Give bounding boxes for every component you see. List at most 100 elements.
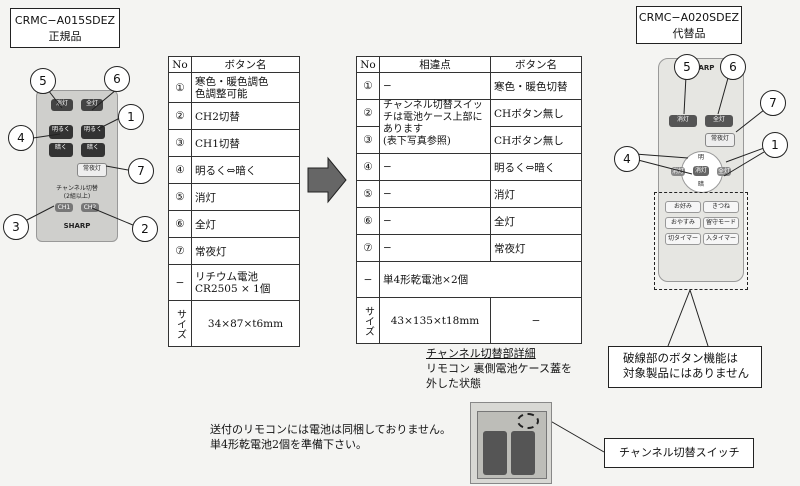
right-row-no: ① <box>356 72 380 100</box>
left-row-button: 消灯 <box>191 183 300 211</box>
battery-note: 送付のリモコンには電池は同梱しておりません。 単4形乾電池2個を準備下さい。 <box>210 423 452 451</box>
left-remote-off-button: 消灯 <box>51 99 73 111</box>
right-row-button: − <box>490 297 582 344</box>
callout-4-left: 4 <box>8 125 34 151</box>
callout-1-right: 1 <box>762 132 788 158</box>
left-header-button: ボタン名 <box>191 56 300 73</box>
right-remote-btn-b: きつね <box>703 201 739 213</box>
right-row-button: CHボタン無し <box>490 126 582 154</box>
right-row-button: 明るく⇔暗く <box>490 153 582 181</box>
right-row-button: CHボタン無し <box>490 99 582 127</box>
battery-cell <box>511 431 535 475</box>
left-header-no: No <box>168 56 192 73</box>
left-row-no: ⑦ <box>168 237 192 265</box>
left-row-button: 明るく⇔暗く <box>191 156 300 184</box>
left-remote-full-button: 全灯 <box>81 99 103 111</box>
channel-switch <box>517 413 539 429</box>
left-model-label: CRMC−A015SDEZ 正規品 <box>10 8 120 48</box>
right-remote-btn-f: 入タイマー <box>703 233 739 245</box>
right-remote-off-button: 消灯 <box>669 115 697 127</box>
right-remote-off-left: 消灯 <box>671 167 685 176</box>
left-row-no: ① <box>168 72 192 103</box>
right-row-button: 消灯 <box>490 180 582 208</box>
right-remote-btn-d: 留守モード <box>703 217 739 229</box>
callout-5-left: 5 <box>30 68 56 94</box>
left-row-button: 常夜灯 <box>191 237 300 265</box>
right-row-diff: チャンネル切替スイッチは電池ケース上部にあります (表下写真参照) <box>379 99 491 154</box>
right-row-diff: 43×135×t18mm <box>379 297 491 344</box>
right-row-diff: 単4形乾電池×2個 <box>379 261 582 298</box>
right-model-label: CRMC−A020SDEZ 代替品 <box>636 6 742 44</box>
left-row-button: 寒色・暖色調色 色調整可能 <box>191 72 300 103</box>
callout-5-right: 5 <box>674 54 700 80</box>
right-remote-full-button: 全灯 <box>705 115 733 127</box>
callout-7-right: 7 <box>760 90 786 116</box>
callout-7-left: 7 <box>128 158 154 184</box>
right-row-no: − <box>356 261 380 298</box>
right-row-diff: − <box>379 207 491 235</box>
left-remote-night-button: 常夜灯 <box>77 163 107 177</box>
callout-1-left: 1 <box>118 104 144 130</box>
callout-6-left: 6 <box>104 66 130 92</box>
left-row-no: ④ <box>168 156 192 184</box>
right-remote-bright: 明 <box>697 154 704 161</box>
left-remote-bright-left: 明るく <box>49 125 73 139</box>
right-remote: SHARP 消灯 全灯 常夜灯 明 暗 消灯 消灯 全灯 お好み きつね おやす… <box>658 58 744 282</box>
right-header-button: ボタン名 <box>490 56 582 73</box>
right-row-no: サイズ <box>356 297 380 344</box>
right-remote-btn-e: 切タイマー <box>665 233 701 245</box>
left-model-code: CRMC−A015SDEZ <box>14 14 116 27</box>
channel-switch-label: チャンネル切替スイッチ <box>604 438 754 468</box>
channel-switch-text: チャンネル切替スイッチ <box>619 446 740 459</box>
right-row-no: ④ <box>356 153 380 181</box>
left-remote-channel-text: チャンネル切替 <box>56 185 98 192</box>
left-remote-channel-sub: (2組以上) <box>63 193 91 200</box>
left-remote-ch1-button: CH1 <box>55 203 73 212</box>
left-row-button: 34×87×t6mm <box>191 300 300 347</box>
right-row-no: ③ <box>356 126 380 154</box>
left-row-no: ⑤ <box>168 183 192 211</box>
right-header-no: No <box>356 56 380 73</box>
left-row-button: CH2切替 <box>191 102 300 130</box>
left-remote: 消灯 全灯 明るく 明るく 暗く 暗く 常夜灯 チャンネル切替 (2組以上) C… <box>36 90 118 242</box>
left-row-button: CH1切替 <box>191 129 300 157</box>
right-remote-full-right: 全灯 <box>717 167 731 176</box>
left-remote-dark-left: 暗く <box>49 143 73 157</box>
dashed-note-box: 破線部のボタン機能は 対象製品にはありません <box>608 346 762 388</box>
callout-6-right: 6 <box>720 54 746 80</box>
callout-4-right: 4 <box>614 146 640 172</box>
right-row-no: ⑤ <box>356 180 380 208</box>
detail-caption: チャンネル切替部詳細 リモコン 裏側電池ケース蓋を 外した状態 <box>426 346 596 391</box>
dashed-note-text: 破線部のボタン機能は 対象製品にはありません <box>623 351 750 380</box>
right-row-button: 常夜灯 <box>490 234 582 262</box>
left-row-button: リチウム電池 CR2505 × 1個 <box>191 264 300 301</box>
left-remote-dark-right: 暗く <box>81 143 105 157</box>
left-row-no: ③ <box>168 129 192 157</box>
right-remote-btn-okonomi: お好み <box>665 201 701 213</box>
right-row-no: ⑥ <box>356 207 380 235</box>
callout-3-left: 3 <box>3 214 29 240</box>
right-model-type: 代替品 <box>672 27 706 40</box>
right-remote-dark: 暗 <box>697 181 704 188</box>
battery-cell <box>483 431 507 475</box>
right-remote-center-off: 消灯 <box>693 166 709 176</box>
right-row-diff: − <box>379 153 491 181</box>
left-row-no: ② <box>168 102 192 130</box>
right-header-diff: 相違点 <box>379 56 491 73</box>
right-remote-brand: SHARP <box>687 64 715 72</box>
dashed-area <box>654 192 748 290</box>
left-row-no: − <box>168 264 192 301</box>
right-remote-night-button: 常夜灯 <box>705 133 735 147</box>
right-row-diff: − <box>379 72 491 100</box>
right-row-diff: − <box>379 180 491 208</box>
left-remote-ch2-button: CH2 <box>81 203 99 212</box>
right-row-button: 寒色・暖色切替 <box>490 72 582 100</box>
right-row-diff: − <box>379 234 491 262</box>
callout-2-left: 2 <box>132 216 158 242</box>
right-row-no: ② <box>356 99 380 127</box>
detail-text: リモコン 裏側電池ケース蓋を 外した状態 <box>426 362 572 390</box>
left-remote-brand: SHARP <box>63 222 91 230</box>
right-row-button: 全灯 <box>490 207 582 235</box>
